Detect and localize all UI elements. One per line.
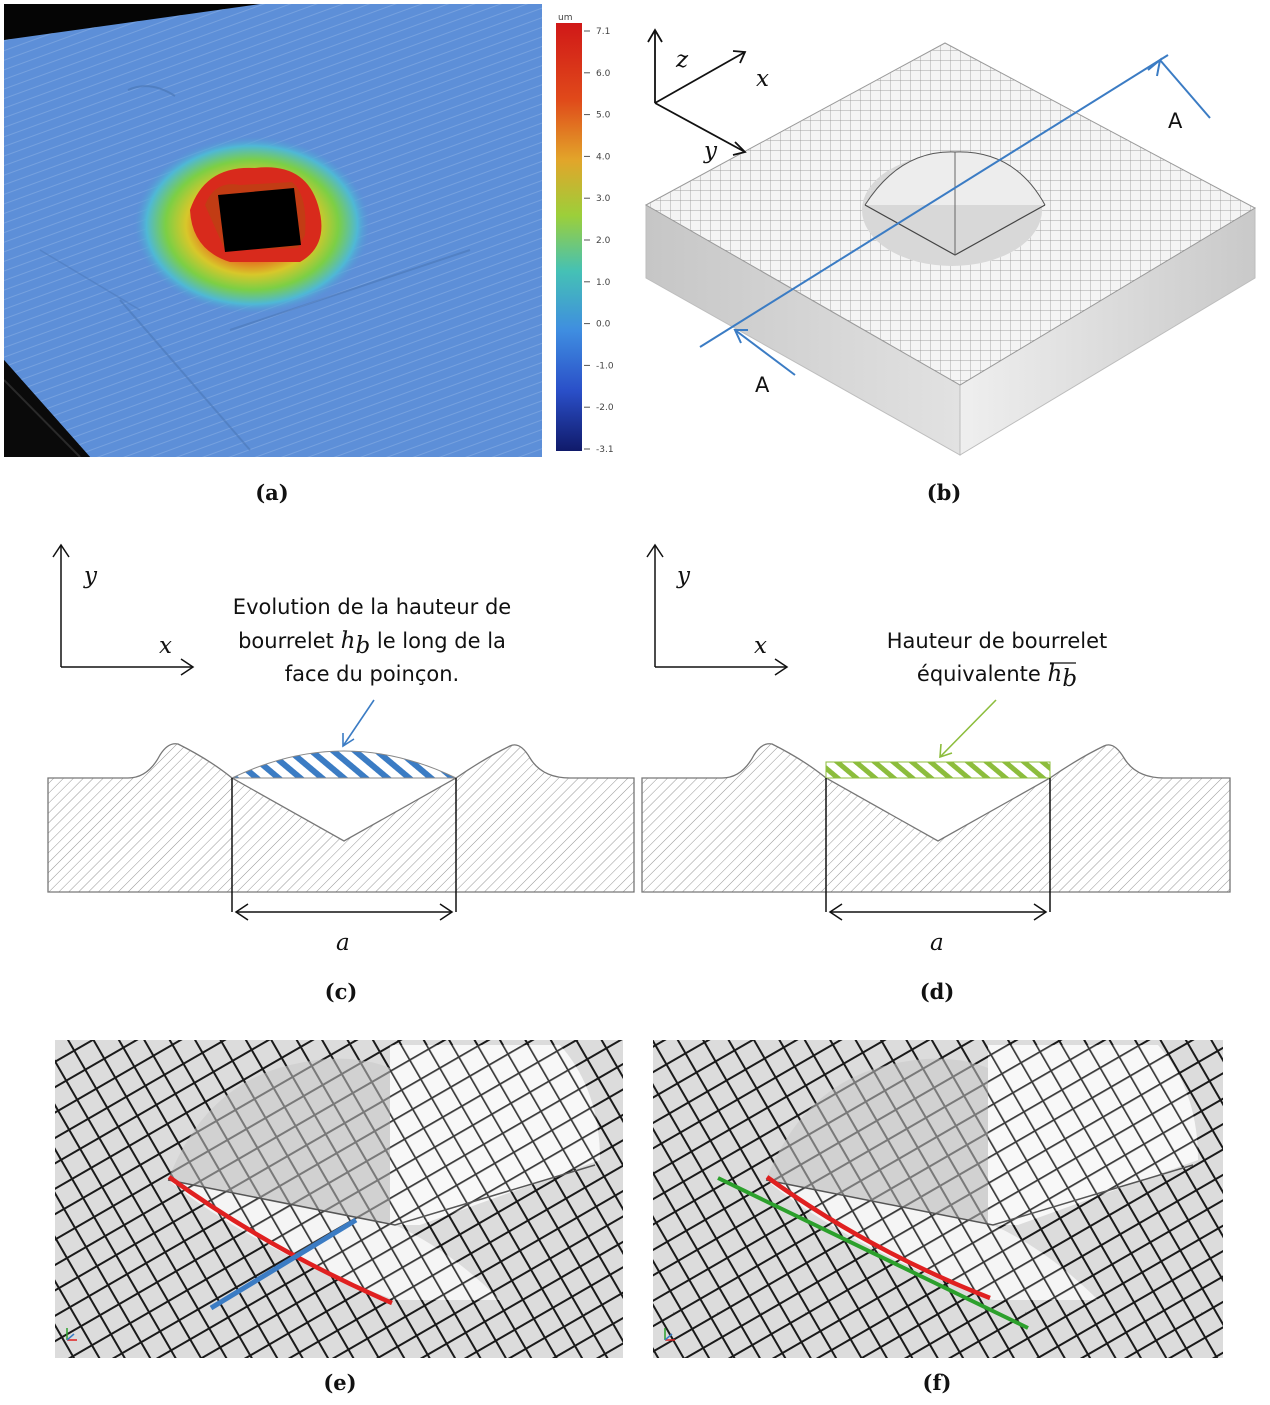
colorbar-tick-label: 7.1 xyxy=(596,27,610,37)
colorbar-tick-label: 1.0 xyxy=(596,278,611,288)
bead-profile-hb xyxy=(231,750,457,779)
bead-equivalent-hb xyxy=(825,761,1051,779)
colorbar-tick-label: 6.0 xyxy=(596,69,611,79)
dimension-a: a xyxy=(336,930,350,956)
axis-label-y: y xyxy=(83,563,98,589)
dimension-a: a xyxy=(930,930,944,956)
axis-label-y: y xyxy=(676,563,691,589)
section-line-a-a: A A xyxy=(699,54,1211,397)
caption-f: (f) xyxy=(923,1370,952,1395)
colorbar-tick-label: -1.0 xyxy=(596,361,614,371)
axes-c: y x xyxy=(52,543,195,676)
axes-triad-b: z x y xyxy=(647,28,769,164)
red-profile-line xyxy=(167,1175,393,1306)
panel-a-heightmap xyxy=(4,4,542,457)
green-equivalent-line xyxy=(717,1176,1029,1330)
indent-void xyxy=(218,188,301,252)
panel-f-mesh-zoom xyxy=(653,1040,1223,1358)
axis-label-x: x xyxy=(756,66,769,92)
panel-e-mesh-zoom xyxy=(55,1040,623,1358)
colorbar-tick-label: 2.0 xyxy=(596,236,611,246)
caption-e: (e) xyxy=(323,1370,356,1395)
axes-d: y x xyxy=(646,543,789,676)
caption-d: (d) xyxy=(920,979,955,1004)
section-label-top: A xyxy=(1168,109,1183,133)
annotation-c-line1: Evolution de la hauteur de xyxy=(233,595,511,619)
colorbar-gradient xyxy=(556,23,582,451)
colorbar-unit: um xyxy=(558,13,572,23)
colorbar-tick-label: 0.0 xyxy=(596,320,611,330)
annotation-d: Hauteur de bourrelet équivalente hb xyxy=(887,629,1108,692)
blue-section-line xyxy=(209,1217,358,1311)
red-profile-line xyxy=(765,1175,991,1301)
mini-axes-icon xyxy=(664,1328,675,1341)
caption-a: (a) xyxy=(255,480,288,505)
caption-c: (c) xyxy=(325,979,358,1004)
colorbar-tick-label: 3.0 xyxy=(596,194,611,204)
annotation-c-line3: face du poinçon. xyxy=(285,662,459,686)
panel-b-mesh-block: z x y A A xyxy=(644,28,1257,456)
colorbar-tick-label: -3.1 xyxy=(596,445,614,455)
axis-label-z: z xyxy=(675,47,689,73)
colorbar-tick-label: 5.0 xyxy=(596,111,611,121)
panel-c-cross-section: y x a Evolution de la hauteur de bourrel… xyxy=(47,543,635,956)
colorbar-tick-label: -2.0 xyxy=(596,403,614,413)
axis-label-y: y xyxy=(703,138,718,164)
axis-label-x: x xyxy=(754,633,767,659)
colorbar: um 7.1 6.0 5.0 4.0 3.0 2.0 1.0 0.0 -1.0 -2.0 -3.1 xyxy=(556,13,614,455)
annotation-d-line1: Hauteur de bourrelet xyxy=(887,629,1108,653)
annotation-c-line2: bourrelet hb le long de la xyxy=(238,628,506,659)
mini-axes-icon xyxy=(66,1328,77,1341)
caption-b: (b) xyxy=(927,480,962,505)
axis-label-x: x xyxy=(159,633,172,659)
panel-d-cross-section: y x a Hauteur de bourrelet équivalente h… xyxy=(641,543,1231,956)
annotation-c: Evolution de la hauteur de bourrelet hb … xyxy=(233,595,511,686)
section-label-bottom: A xyxy=(755,373,770,397)
annotation-d-line2: équivalente hb xyxy=(917,661,1077,692)
colorbar-tick-label: 4.0 xyxy=(596,152,611,162)
